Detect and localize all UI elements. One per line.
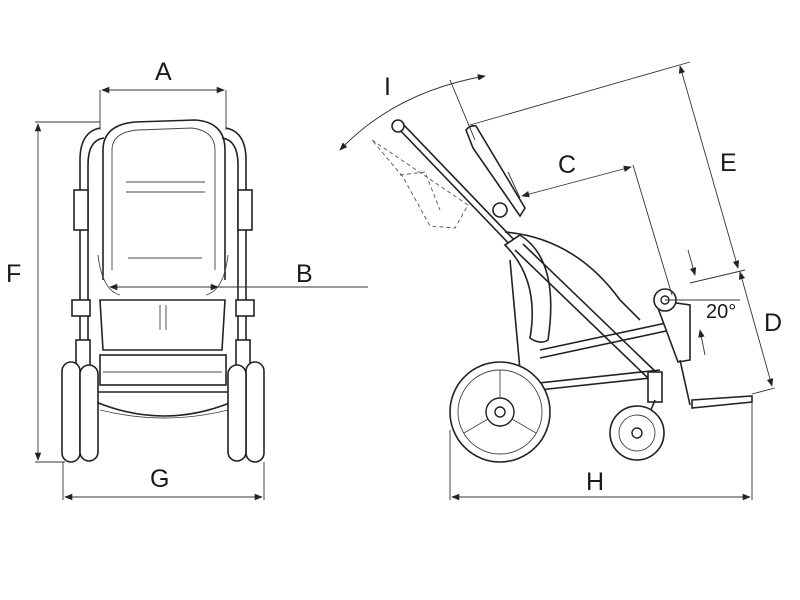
front-frame-left — [79, 127, 101, 410]
label-b: B — [296, 260, 313, 288]
dimension-e — [678, 65, 740, 269]
dimension-i — [339, 74, 486, 151]
reclined-backrest-ghost — [371, 139, 469, 229]
label-c: C — [558, 151, 576, 179]
label-d: D — [764, 309, 782, 337]
dimension-c — [521, 165, 632, 198]
label-f: F — [6, 260, 21, 288]
label-angle: 20° — [706, 301, 736, 323]
front-wheel-right-outer — [245, 361, 265, 463]
label-h: H — [586, 468, 604, 496]
front-view — [61, 119, 265, 463]
front-wheel-left-outer — [61, 361, 81, 463]
front-frame-right — [225, 127, 247, 410]
label-e: E — [720, 149, 737, 177]
label-a: A — [155, 58, 172, 86]
side-seat-cushion — [504, 231, 641, 321]
side-footplate — [691, 395, 753, 409]
push-handle — [395, 125, 516, 251]
front-backrest — [102, 119, 226, 280]
dimension-d — [738, 271, 774, 387]
side-legrest — [653, 299, 691, 363]
front-seat — [99, 299, 226, 351]
label-i: I — [384, 73, 391, 101]
label-g: G — [150, 465, 169, 493]
dimension-lines — [34, 61, 776, 501]
